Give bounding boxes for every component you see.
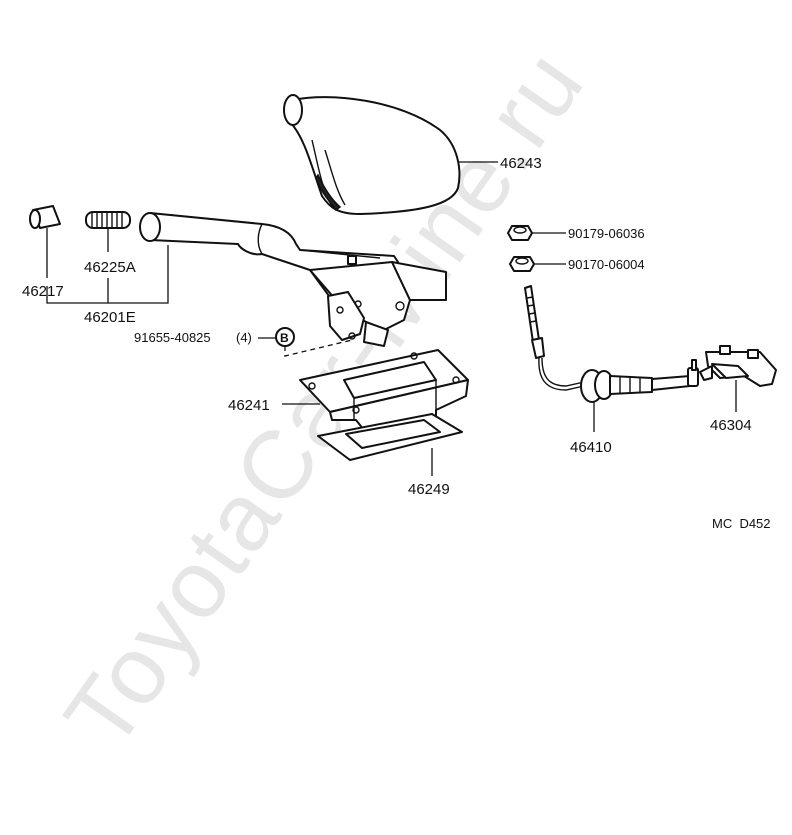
label-46201E: 46201E [84, 309, 136, 326]
bolt-callout-b[interactable]: B [275, 327, 295, 347]
coil-spring[interactable] [85, 211, 131, 229]
label-46410: 46410 [570, 439, 612, 456]
nut-90170[interactable] [509, 256, 535, 272]
label-90179-06036: 90179-06036 [568, 226, 645, 241]
label-46241: 46241 [228, 397, 270, 414]
label-46304: 46304 [710, 417, 752, 434]
svg-text:B: B [280, 331, 289, 345]
cable-bracket[interactable] [699, 345, 777, 387]
drawing-code: MC D452 [712, 516, 771, 531]
parking-brake-lever[interactable] [139, 212, 447, 347]
label-46243: 46243 [500, 155, 542, 172]
label-46249: 46249 [408, 481, 450, 498]
label-46217: 46217 [22, 283, 64, 300]
nut-90179[interactable] [507, 225, 533, 241]
label-bolt-qty: (4) [236, 330, 252, 345]
grip-cap[interactable] [29, 205, 61, 229]
label-46225A: 46225A [84, 259, 136, 276]
lever-boot[interactable] [283, 94, 461, 215]
gasket-plate[interactable] [317, 413, 463, 461]
label-91655-40825: 91655-40825 [134, 330, 211, 345]
brake-cable[interactable] [524, 285, 699, 403]
label-90170-06004: 90170-06004 [568, 257, 645, 272]
